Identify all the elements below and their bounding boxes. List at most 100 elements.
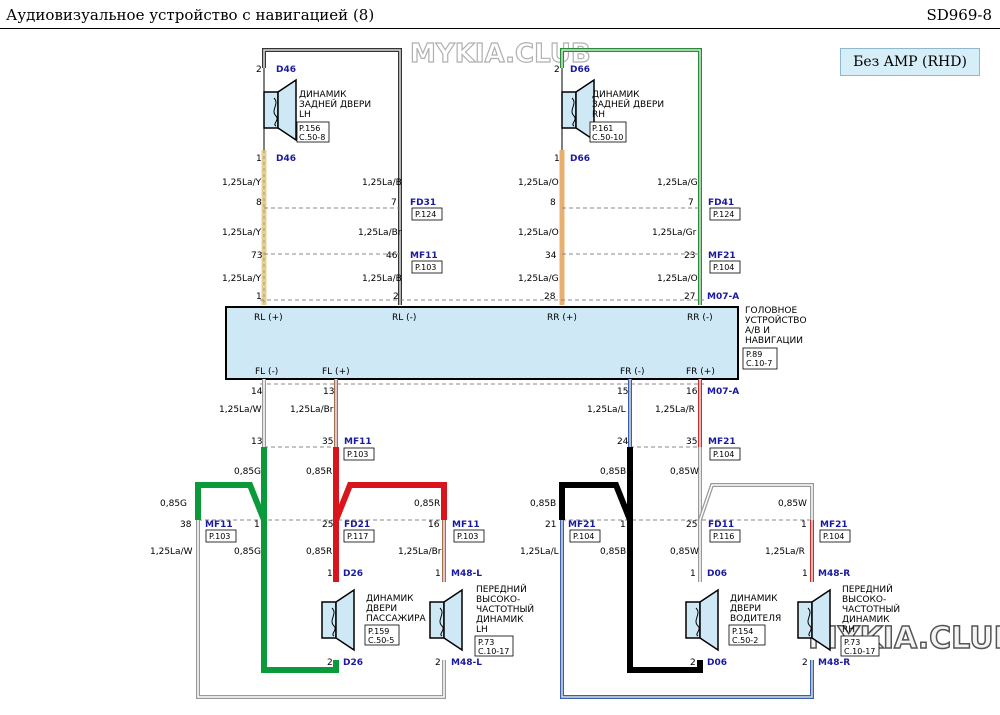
svg-text:ЧАСТОТНЫЙ: ЧАСТОТНЫЙ bbox=[476, 603, 534, 615]
svg-text:2: 2 bbox=[256, 65, 262, 75]
svg-text:D46: D46 bbox=[276, 65, 296, 75]
rear-wire-labels: 1,25La/Y 1,25La/B 8 7 FD31 P.124 1,25La/… bbox=[222, 178, 741, 302]
svg-text:P.116: P.116 bbox=[713, 532, 734, 541]
passenger-side-wiring bbox=[195, 447, 447, 699]
svg-text:P.117: P.117 bbox=[347, 532, 368, 541]
svg-text:73: 73 bbox=[251, 251, 262, 261]
rear-lh-speaker: 2 D46 1 D46 ДИНАМИК ЗАДНЕЙ ДВЕРИ LH P.15… bbox=[256, 65, 371, 164]
svg-text:RH: RH bbox=[842, 625, 855, 635]
svg-text:FD31: FD31 bbox=[410, 198, 436, 208]
svg-text:RL (-): RL (-) bbox=[392, 313, 416, 323]
svg-text:1,25La/Br: 1,25La/Br bbox=[290, 405, 334, 415]
front-wiring-upper bbox=[262, 379, 702, 447]
svg-text:0,85R: 0,85R bbox=[306, 467, 332, 477]
svg-text:ЗАДНЕЙ ДВЕРИ: ЗАДНЕЙ ДВЕРИ bbox=[299, 98, 371, 110]
svg-text:RR (+): RR (+) bbox=[547, 313, 577, 323]
svg-text:M07-A: M07-A bbox=[707, 292, 739, 302]
svg-text:1: 1 bbox=[256, 292, 262, 302]
svg-text:P.89: P.89 bbox=[746, 350, 762, 359]
svg-text:1,25La/L: 1,25La/L bbox=[587, 405, 626, 415]
svg-text:M48-L: M48-L bbox=[451, 569, 482, 579]
svg-text:НАВИГАЦИИ: НАВИГАЦИИ bbox=[745, 336, 803, 346]
svg-text:38: 38 bbox=[180, 520, 192, 530]
svg-text:MF11: MF11 bbox=[452, 520, 480, 530]
svg-text:MF11: MF11 bbox=[205, 520, 233, 530]
svg-text:M48-L: M48-L bbox=[451, 658, 482, 668]
svg-text:13: 13 bbox=[251, 437, 262, 447]
svg-text:P.104: P.104 bbox=[573, 532, 594, 541]
svg-text:0,85B: 0,85B bbox=[530, 499, 556, 509]
driver-side-labels: 0,85B 0,85W 0,85B 0,85W 21 MF21 P.104 1 … bbox=[520, 467, 851, 557]
svg-text:1: 1 bbox=[327, 569, 333, 579]
svg-text:35: 35 bbox=[322, 437, 333, 447]
svg-text:M07-A: M07-A bbox=[707, 387, 739, 397]
svg-text:RH: RH bbox=[592, 110, 605, 120]
svg-text:1: 1 bbox=[435, 569, 441, 579]
svg-text:C.50-5: C.50-5 bbox=[368, 636, 394, 645]
svg-text:D66: D66 bbox=[570, 154, 590, 164]
svg-text:14: 14 bbox=[251, 387, 263, 397]
svg-text:C.50-2: C.50-2 bbox=[732, 636, 758, 645]
svg-text:0,85W: 0,85W bbox=[670, 467, 699, 477]
svg-text:ДИНАМИК: ДИНАМИК bbox=[592, 90, 640, 100]
svg-text:1,25La/O: 1,25La/O bbox=[518, 228, 559, 238]
svg-text:16: 16 bbox=[428, 520, 440, 530]
svg-text:2: 2 bbox=[327, 658, 333, 668]
svg-text:1,25La/B: 1,25La/B bbox=[362, 178, 402, 188]
svg-text:RR (-): RR (-) bbox=[687, 313, 713, 323]
svg-text:0,85B: 0,85B bbox=[600, 467, 626, 477]
svg-text:ДВЕРИ: ДВЕРИ bbox=[366, 604, 397, 614]
svg-text:P.73: P.73 bbox=[844, 638, 860, 647]
passenger-speaker: 1 D26 2 D26 ДИНАМИК ДВЕРИ ПАССАЖИРА P.15… bbox=[321, 569, 427, 668]
svg-text:0,85G: 0,85G bbox=[160, 499, 187, 509]
svg-text:А/В И: А/В И bbox=[745, 326, 770, 336]
svg-text:C.10-17: C.10-17 bbox=[478, 647, 509, 656]
svg-text:D26: D26 bbox=[343, 569, 363, 579]
header-divider bbox=[0, 28, 1000, 29]
svg-text:ЧАСТОТНЫЙ: ЧАСТОТНЫЙ bbox=[842, 603, 900, 615]
svg-text:D06: D06 bbox=[707, 569, 727, 579]
svg-text:P.159: P.159 bbox=[368, 627, 389, 636]
svg-text:P.103: P.103 bbox=[415, 263, 436, 272]
svg-text:1: 1 bbox=[256, 154, 262, 164]
svg-text:1: 1 bbox=[690, 569, 696, 579]
svg-text:D06: D06 bbox=[707, 658, 727, 668]
svg-text:ДВЕРИ: ДВЕРИ bbox=[730, 604, 761, 614]
svg-text:P.156: P.156 bbox=[299, 124, 320, 133]
svg-text:25: 25 bbox=[322, 520, 333, 530]
svg-text:D46: D46 bbox=[276, 154, 296, 164]
svg-text:P.104: P.104 bbox=[823, 532, 844, 541]
svg-text:25: 25 bbox=[686, 520, 697, 530]
svg-text:MF11: MF11 bbox=[344, 437, 372, 447]
svg-text:C.50-8: C.50-8 bbox=[299, 133, 325, 142]
front-upper-labels: 14 13 15 16 M07-A 1,25La/W 1,25La/Br 1,2… bbox=[219, 387, 741, 461]
svg-text:1,25La/R: 1,25La/R bbox=[765, 547, 805, 557]
rear-rh-speaker: 2 D66 1 D66 ДИНАМИК ЗАДНЕЙ ДВЕРИ RH P.16… bbox=[554, 65, 664, 164]
svg-text:FR (+): FR (+) bbox=[686, 367, 715, 377]
svg-text:M48-R: M48-R bbox=[818, 658, 850, 668]
svg-text:23: 23 bbox=[684, 251, 695, 261]
svg-text:C.50-10: C.50-10 bbox=[592, 133, 623, 142]
svg-text:2: 2 bbox=[554, 65, 560, 75]
svg-text:1,25La/L: 1,25La/L bbox=[520, 547, 559, 557]
rear-rh-wiring bbox=[559, 48, 702, 305]
svg-text:P.161: P.161 bbox=[592, 124, 613, 133]
svg-text:D26: D26 bbox=[343, 658, 363, 668]
svg-text:MF11: MF11 bbox=[410, 251, 438, 261]
svg-text:LH: LH bbox=[299, 110, 311, 120]
svg-text:ВЫСОКО-: ВЫСОКО- bbox=[476, 595, 520, 605]
svg-text:0,85G: 0,85G bbox=[234, 467, 261, 477]
svg-text:УСТРОЙСТВО: УСТРОЙСТВО bbox=[745, 314, 807, 326]
svg-text:0,85G: 0,85G bbox=[234, 547, 261, 557]
svg-text:C.10-7: C.10-7 bbox=[746, 359, 772, 368]
svg-text:1,25La/W: 1,25La/W bbox=[150, 547, 193, 557]
svg-text:24: 24 bbox=[617, 437, 629, 447]
svg-text:2: 2 bbox=[690, 658, 696, 668]
tweeter-rh: 1 M48-R 2 M48-R ПЕРЕДНИЙ ВЫСОКО- ЧАСТОТН… bbox=[797, 569, 900, 668]
passenger-side-labels: 0,85G 0,85R 0,85G 0,85R 38 MF11 P.103 1 … bbox=[150, 467, 485, 557]
svg-text:ВЫСОКО-: ВЫСОКО- bbox=[842, 595, 886, 605]
svg-text:ДИНАМИК: ДИНАМИК bbox=[366, 594, 414, 604]
svg-text:ГОЛОВНОЕ: ГОЛОВНОЕ bbox=[745, 306, 797, 316]
svg-text:P.103: P.103 bbox=[457, 532, 478, 541]
